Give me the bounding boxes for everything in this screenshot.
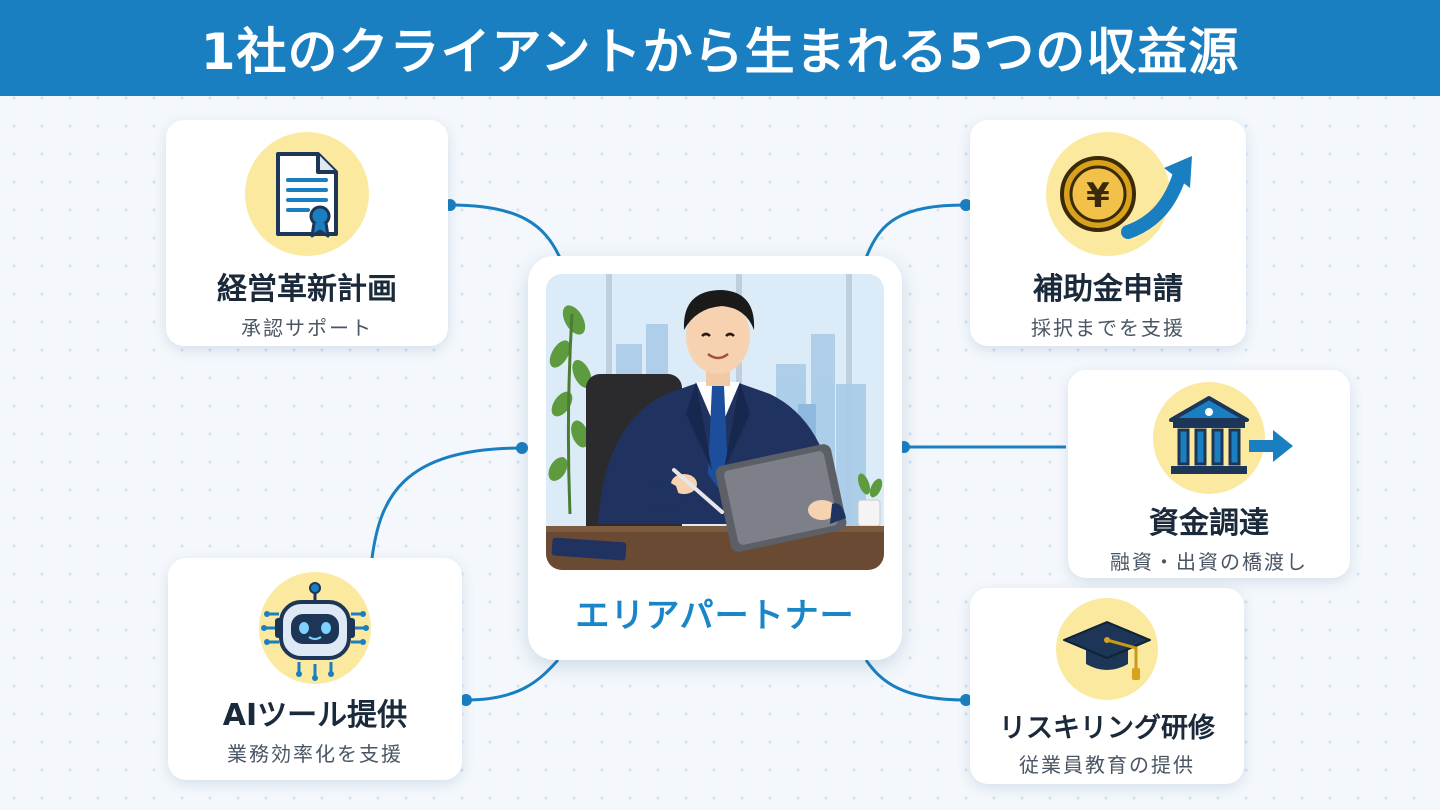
card-subtitle: 承認サポート xyxy=(241,316,373,340)
card-subtitle: 業務効率化を支援 xyxy=(227,742,403,766)
card-subtitle: 従業員教育の提供 xyxy=(1019,753,1195,777)
card-subsidy: ¥ 補助金申請 採択までを支援 xyxy=(970,120,1246,346)
card-funding: 資金調達 融資・出資の橋渡し xyxy=(1068,370,1350,578)
connector-dot xyxy=(960,199,972,211)
yen-symbol: ¥ xyxy=(1086,176,1110,216)
card-title: リスキリング研修 xyxy=(999,713,1215,744)
center-label: エリアパートナー xyxy=(575,596,855,636)
certificate-document-icon xyxy=(245,132,369,256)
connector-ai-bottom xyxy=(465,658,560,702)
graduation-cap-icon xyxy=(1056,598,1158,700)
businessman-illustration xyxy=(546,274,884,570)
connector-dot xyxy=(460,694,472,706)
card-management-plan: 経営革新計画 承認サポート xyxy=(166,120,448,346)
robot-icon xyxy=(259,572,371,684)
bank-arrow-icon xyxy=(1153,382,1293,494)
card-title: 経営革新計画 xyxy=(217,272,397,307)
card-subtitle: 融資・出資の橋渡し xyxy=(1110,550,1308,574)
connector-subsidy xyxy=(864,203,967,259)
card-title: 資金調達 xyxy=(1149,506,1269,541)
card-title: AIツール提供 xyxy=(222,698,408,733)
card-reskilling: リスキリング研修 従業員教育の提供 xyxy=(970,588,1244,784)
center-card-area-partner: エリアパートナー xyxy=(528,256,902,660)
card-title: 補助金申請 xyxy=(1033,272,1183,307)
connector-dot xyxy=(516,442,528,454)
connector-plan xyxy=(449,203,562,259)
header-banner: 1社のクライアントから生まれる5つの収益源 xyxy=(0,0,1440,96)
connector-dot xyxy=(960,694,972,706)
connector-ai xyxy=(370,446,523,559)
yen-coin-growth-icon: ¥ xyxy=(1046,132,1192,256)
connector-reskill xyxy=(864,659,967,702)
card-subtitle: 採択までを支援 xyxy=(1031,316,1185,340)
card-ai-tools: AIツール提供 業務効率化を支援 xyxy=(168,558,462,780)
page-title: 1社のクライアントから生まれる5つの収益源 xyxy=(200,23,1240,81)
